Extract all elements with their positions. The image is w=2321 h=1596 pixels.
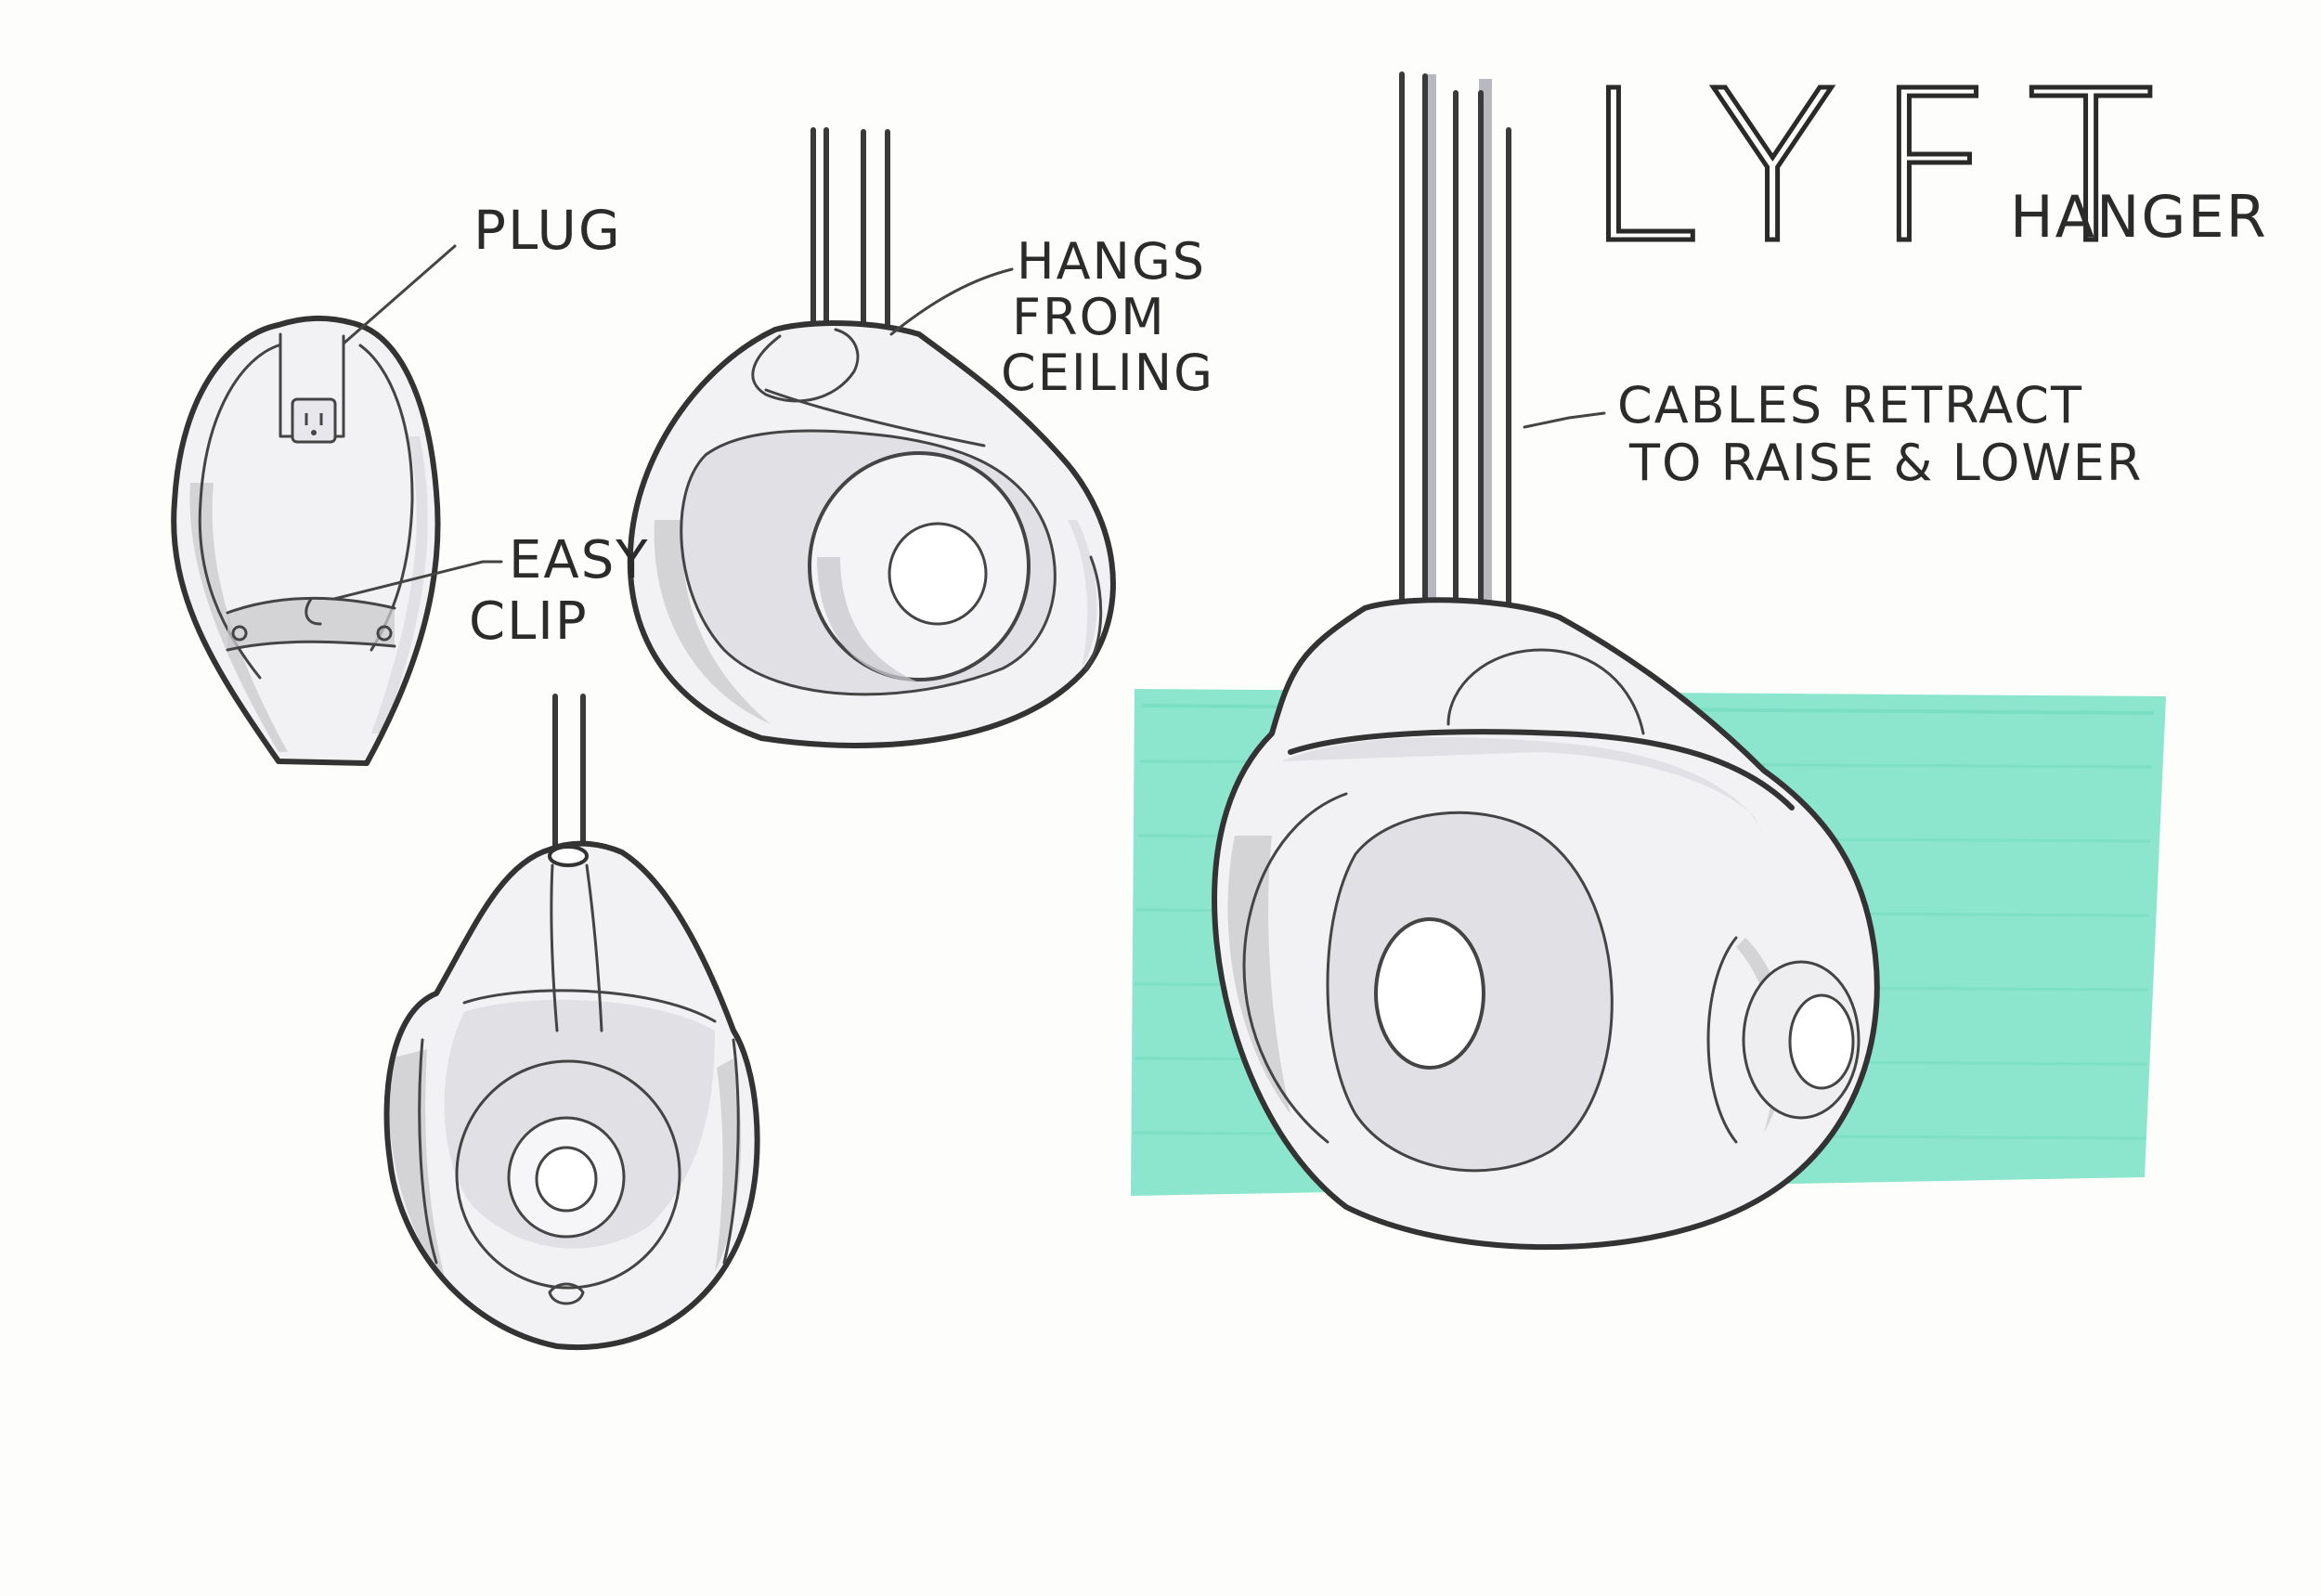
label-ceiling: CEILING — [1001, 344, 1214, 402]
sketch-back-view — [171, 315, 441, 766]
easy-clip-band — [226, 596, 396, 652]
label-cables-retract: CABLES RETRACT — [1617, 376, 2083, 435]
label-clip: CLIP — [469, 591, 589, 652]
label-from: FROM — [1012, 288, 1166, 346]
annotation-leaders — [332, 244, 1606, 601]
plug-socket-icon — [279, 332, 345, 444]
label-raise-lower: TO RAISE & LOWER — [1628, 434, 2143, 492]
title-hanger: HANGER — [2010, 183, 2268, 251]
label-plug: PLUG — [473, 199, 622, 262]
label-easy: EASY — [509, 530, 649, 590]
title-block: LYFT HANGER — [1581, 45, 2268, 292]
title-lyft: LYFT — [1583, 46, 2192, 290]
sketch-front-view — [383, 694, 760, 1351]
label-hangs: HANGS — [1017, 232, 1206, 291]
annotation-labels: PLUG EASY CLIP HANGS FROM CEILING CABLES… — [469, 199, 2143, 652]
sketch-side-view — [627, 127, 1116, 748]
sketch-hero-view — [1212, 71, 1880, 1251]
